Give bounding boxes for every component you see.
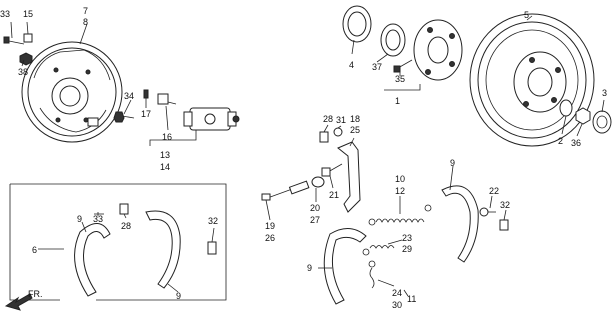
label-7: 7 xyxy=(83,6,88,16)
label-26: 26 xyxy=(265,233,275,243)
washer-2 xyxy=(559,99,573,117)
clip-32-right xyxy=(499,219,509,231)
label-17: 17 xyxy=(141,109,151,119)
clip-28-lever xyxy=(319,131,329,143)
label-20: 20 xyxy=(310,203,320,213)
label-10: 10 xyxy=(395,174,405,184)
pin-22 xyxy=(479,207,496,217)
label-29: 29 xyxy=(402,244,412,254)
label-9-kit-right: 9 xyxy=(176,291,181,301)
label-12: 12 xyxy=(395,186,405,196)
adjuster-21 xyxy=(321,163,343,177)
label-8: 8 xyxy=(83,17,88,27)
spring-24 xyxy=(368,260,376,289)
label-38: 38 xyxy=(18,67,28,77)
label-4: 4 xyxy=(349,60,354,70)
label-3: 3 xyxy=(602,88,607,98)
label-36: 36 xyxy=(571,138,581,148)
parking-lever-18 xyxy=(337,141,361,213)
return-spring-10 xyxy=(368,204,432,226)
label-5: 5 xyxy=(524,10,529,20)
cap-3 xyxy=(592,110,612,134)
front-direction-arrow-icon xyxy=(4,293,33,311)
bleeder-screw-16 xyxy=(157,93,177,105)
cap-17 xyxy=(143,89,149,99)
brake-drum xyxy=(469,13,595,147)
label-34: 34 xyxy=(124,91,134,101)
label-31: 31 xyxy=(336,115,346,125)
label-13: 13 xyxy=(160,150,170,160)
nut-36 xyxy=(575,107,591,125)
washer-31 xyxy=(333,127,343,137)
wheel-cylinder xyxy=(183,107,240,131)
brake-shoe-rear-right xyxy=(441,185,479,263)
label-14: 14 xyxy=(160,162,170,172)
label-21: 21 xyxy=(329,190,339,200)
label-9-shoe-lower: 9 xyxy=(307,263,312,273)
label-27: 27 xyxy=(310,215,320,225)
label-1: 1 xyxy=(395,96,400,106)
bolt-34 xyxy=(113,111,135,123)
bolt-33-top xyxy=(3,36,25,45)
label-18: 18 xyxy=(350,114,360,124)
label-16: 16 xyxy=(162,132,172,142)
brake-shoe-lower xyxy=(323,228,367,305)
label-6: 6 xyxy=(32,245,37,255)
label-11: 11 xyxy=(407,294,416,304)
label-33-top: 33 xyxy=(0,9,10,19)
part-number-labels: 1 2 3 4 5 6 7 8 9 9 9 9 10 11 12 13 14 1… xyxy=(0,6,607,310)
bearing-37 xyxy=(380,23,406,57)
label-15: 15 xyxy=(23,9,33,19)
label-24: 24 xyxy=(392,288,402,298)
label-32-kit: 32 xyxy=(208,216,218,226)
nut-38 xyxy=(19,52,33,66)
hub-bolt-35 xyxy=(393,59,413,73)
clip-15 xyxy=(23,33,33,43)
label-2: 2 xyxy=(558,136,563,146)
label-30: 30 xyxy=(392,300,402,310)
label-22: 22 xyxy=(489,186,499,196)
adjuster-20 xyxy=(311,176,325,188)
label-28-lever: 28 xyxy=(323,114,333,124)
label-32-right: 32 xyxy=(500,200,510,210)
leader-lines xyxy=(10,15,605,297)
label-23: 23 xyxy=(402,233,412,243)
label-9-kit-left: 9 xyxy=(77,214,82,224)
label-19: 19 xyxy=(265,221,275,231)
adjuster-spring-23 xyxy=(362,245,395,256)
label-35: 35 xyxy=(395,74,405,84)
label-37: 37 xyxy=(372,62,382,72)
oil-seal-4 xyxy=(342,5,372,43)
shoe-kit-box xyxy=(9,183,227,301)
wheel-hub xyxy=(413,19,463,81)
label-9-shoe-right: 9 xyxy=(450,158,455,168)
strut-19 xyxy=(261,180,310,201)
front-direction-label: FR. xyxy=(28,289,43,299)
label-33-kit: 33 xyxy=(93,214,103,224)
backing-plate xyxy=(21,41,123,143)
label-25: 25 xyxy=(350,125,360,135)
label-28-kit: 28 xyxy=(121,221,131,231)
